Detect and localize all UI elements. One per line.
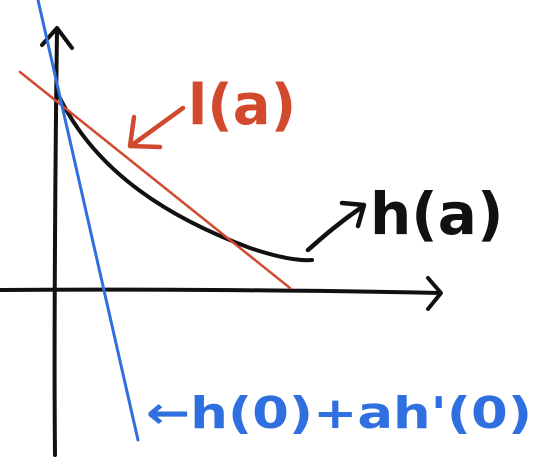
curve-h: [55, 90, 314, 263]
curve-label: h(a): [370, 180, 503, 248]
tangent-arrow-shaft: [129, 105, 186, 148]
tangent-label-arrow: [127, 105, 186, 150]
curve-arrow-shaft: [305, 204, 365, 253]
blue-line-label: ←h(0)+ah'(0): [146, 388, 532, 439]
x-axis-line: [0, 287, 442, 295]
tangent-arrow-head: [127, 114, 163, 150]
x-axis-arrowhead: [426, 276, 443, 311]
tangent-label: l(a): [188, 73, 296, 138]
blue-line: [36, 0, 140, 442]
curve-arrow-head: [339, 200, 367, 229]
tangent-line-l: [18, 70, 292, 290]
curve-label-arrow: [305, 200, 367, 253]
